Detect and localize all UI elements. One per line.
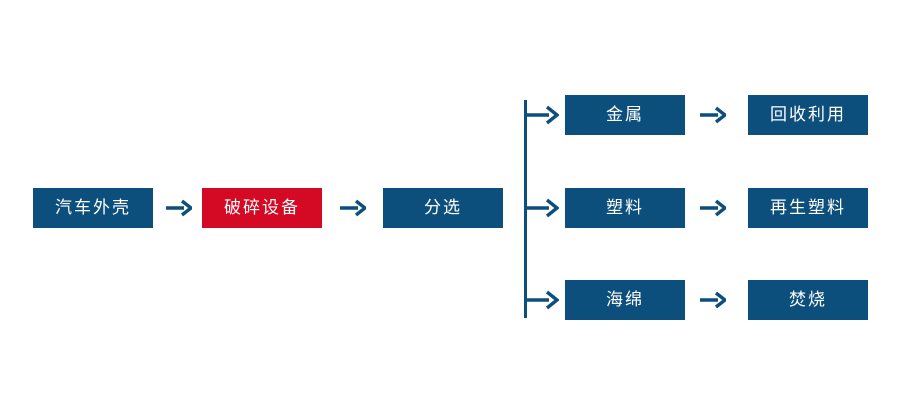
node-regenerated-plastic[interactable]: 再生塑料: [748, 188, 868, 228]
arrow-sponge-to-incineration: [700, 291, 726, 309]
node-incineration[interactable]: 焚烧: [748, 280, 868, 320]
node-sponge[interactable]: 海绵: [565, 280, 685, 320]
node-car-shell[interactable]: 汽车外壳: [33, 188, 153, 228]
branch-arrow-to-metal: [525, 105, 559, 125]
node-sorting[interactable]: 分选: [383, 188, 503, 228]
arrow-plastic-to-regen-plastic: [700, 199, 726, 217]
arrow-metal-to-recycle-reuse: [700, 106, 726, 124]
node-metal[interactable]: 金属: [565, 95, 685, 135]
arrow-car-shell-to-crushing: [166, 199, 192, 217]
node-plastic[interactable]: 塑料: [565, 188, 685, 228]
branch-arrow-to-sponge: [525, 290, 559, 310]
node-recycle-reuse[interactable]: 回收利用: [748, 95, 868, 135]
node-crushing-equipment[interactable]: 破碎设备: [202, 188, 322, 228]
branch-arrow-to-plastic: [525, 198, 559, 218]
arrow-crushing-to-sorting: [340, 199, 366, 217]
